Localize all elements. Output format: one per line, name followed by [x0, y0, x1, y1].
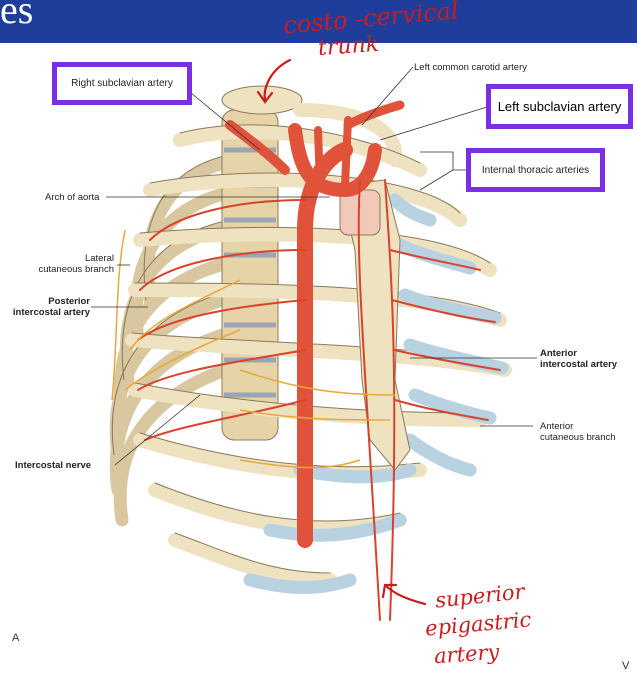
right-subclavian-artery-label: Right subclavian artery [71, 78, 173, 89]
left-subclavian-artery-box: Left subclavian artery [486, 84, 633, 129]
anterior-cutaneous-branch-label: Anterior cutaneous branch [540, 421, 616, 443]
costal-cartilages [243, 193, 509, 594]
header-bar: es [0, 0, 637, 43]
sternum [339, 179, 411, 471]
intercostal-nerve-label: Intercostal nerve [15, 460, 92, 471]
lateral-cutaneous-branch-label: Lateral cutaneous branch [38, 253, 114, 275]
posterior-intercostal-artery-label: Posterior intercostal artery [12, 296, 90, 318]
anterior-intercostal-artery-label: Anterior intercostal artery [540, 348, 618, 370]
left-subclavian-artery-label: Left subclavian artery [497, 99, 622, 114]
superior-epigastric-annotation-line3: artery [433, 639, 501, 669]
header-text: es [0, 0, 34, 32]
intercostal-nerves [111, 229, 396, 469]
panel-letter: A [12, 632, 20, 644]
left-common-carotid-artery-label: Left common carotid artery [414, 62, 527, 73]
internal-thoracic-arteries-box: Internal thoracic arteries [466, 148, 605, 192]
arch-of-aorta-label: Arch of aorta [45, 192, 100, 203]
handwritten-arrows [256, 58, 427, 606]
arteries [137, 100, 501, 621]
corner-text: V [622, 660, 630, 672]
internal-thoracic-arteries-label: Internal thoracic arteries [481, 164, 590, 176]
costo-cervical-annotation-line2: trunk [317, 31, 380, 62]
right-subclavian-artery-box: Right subclavian artery [52, 62, 192, 105]
leader-lines [91, 66, 537, 466]
